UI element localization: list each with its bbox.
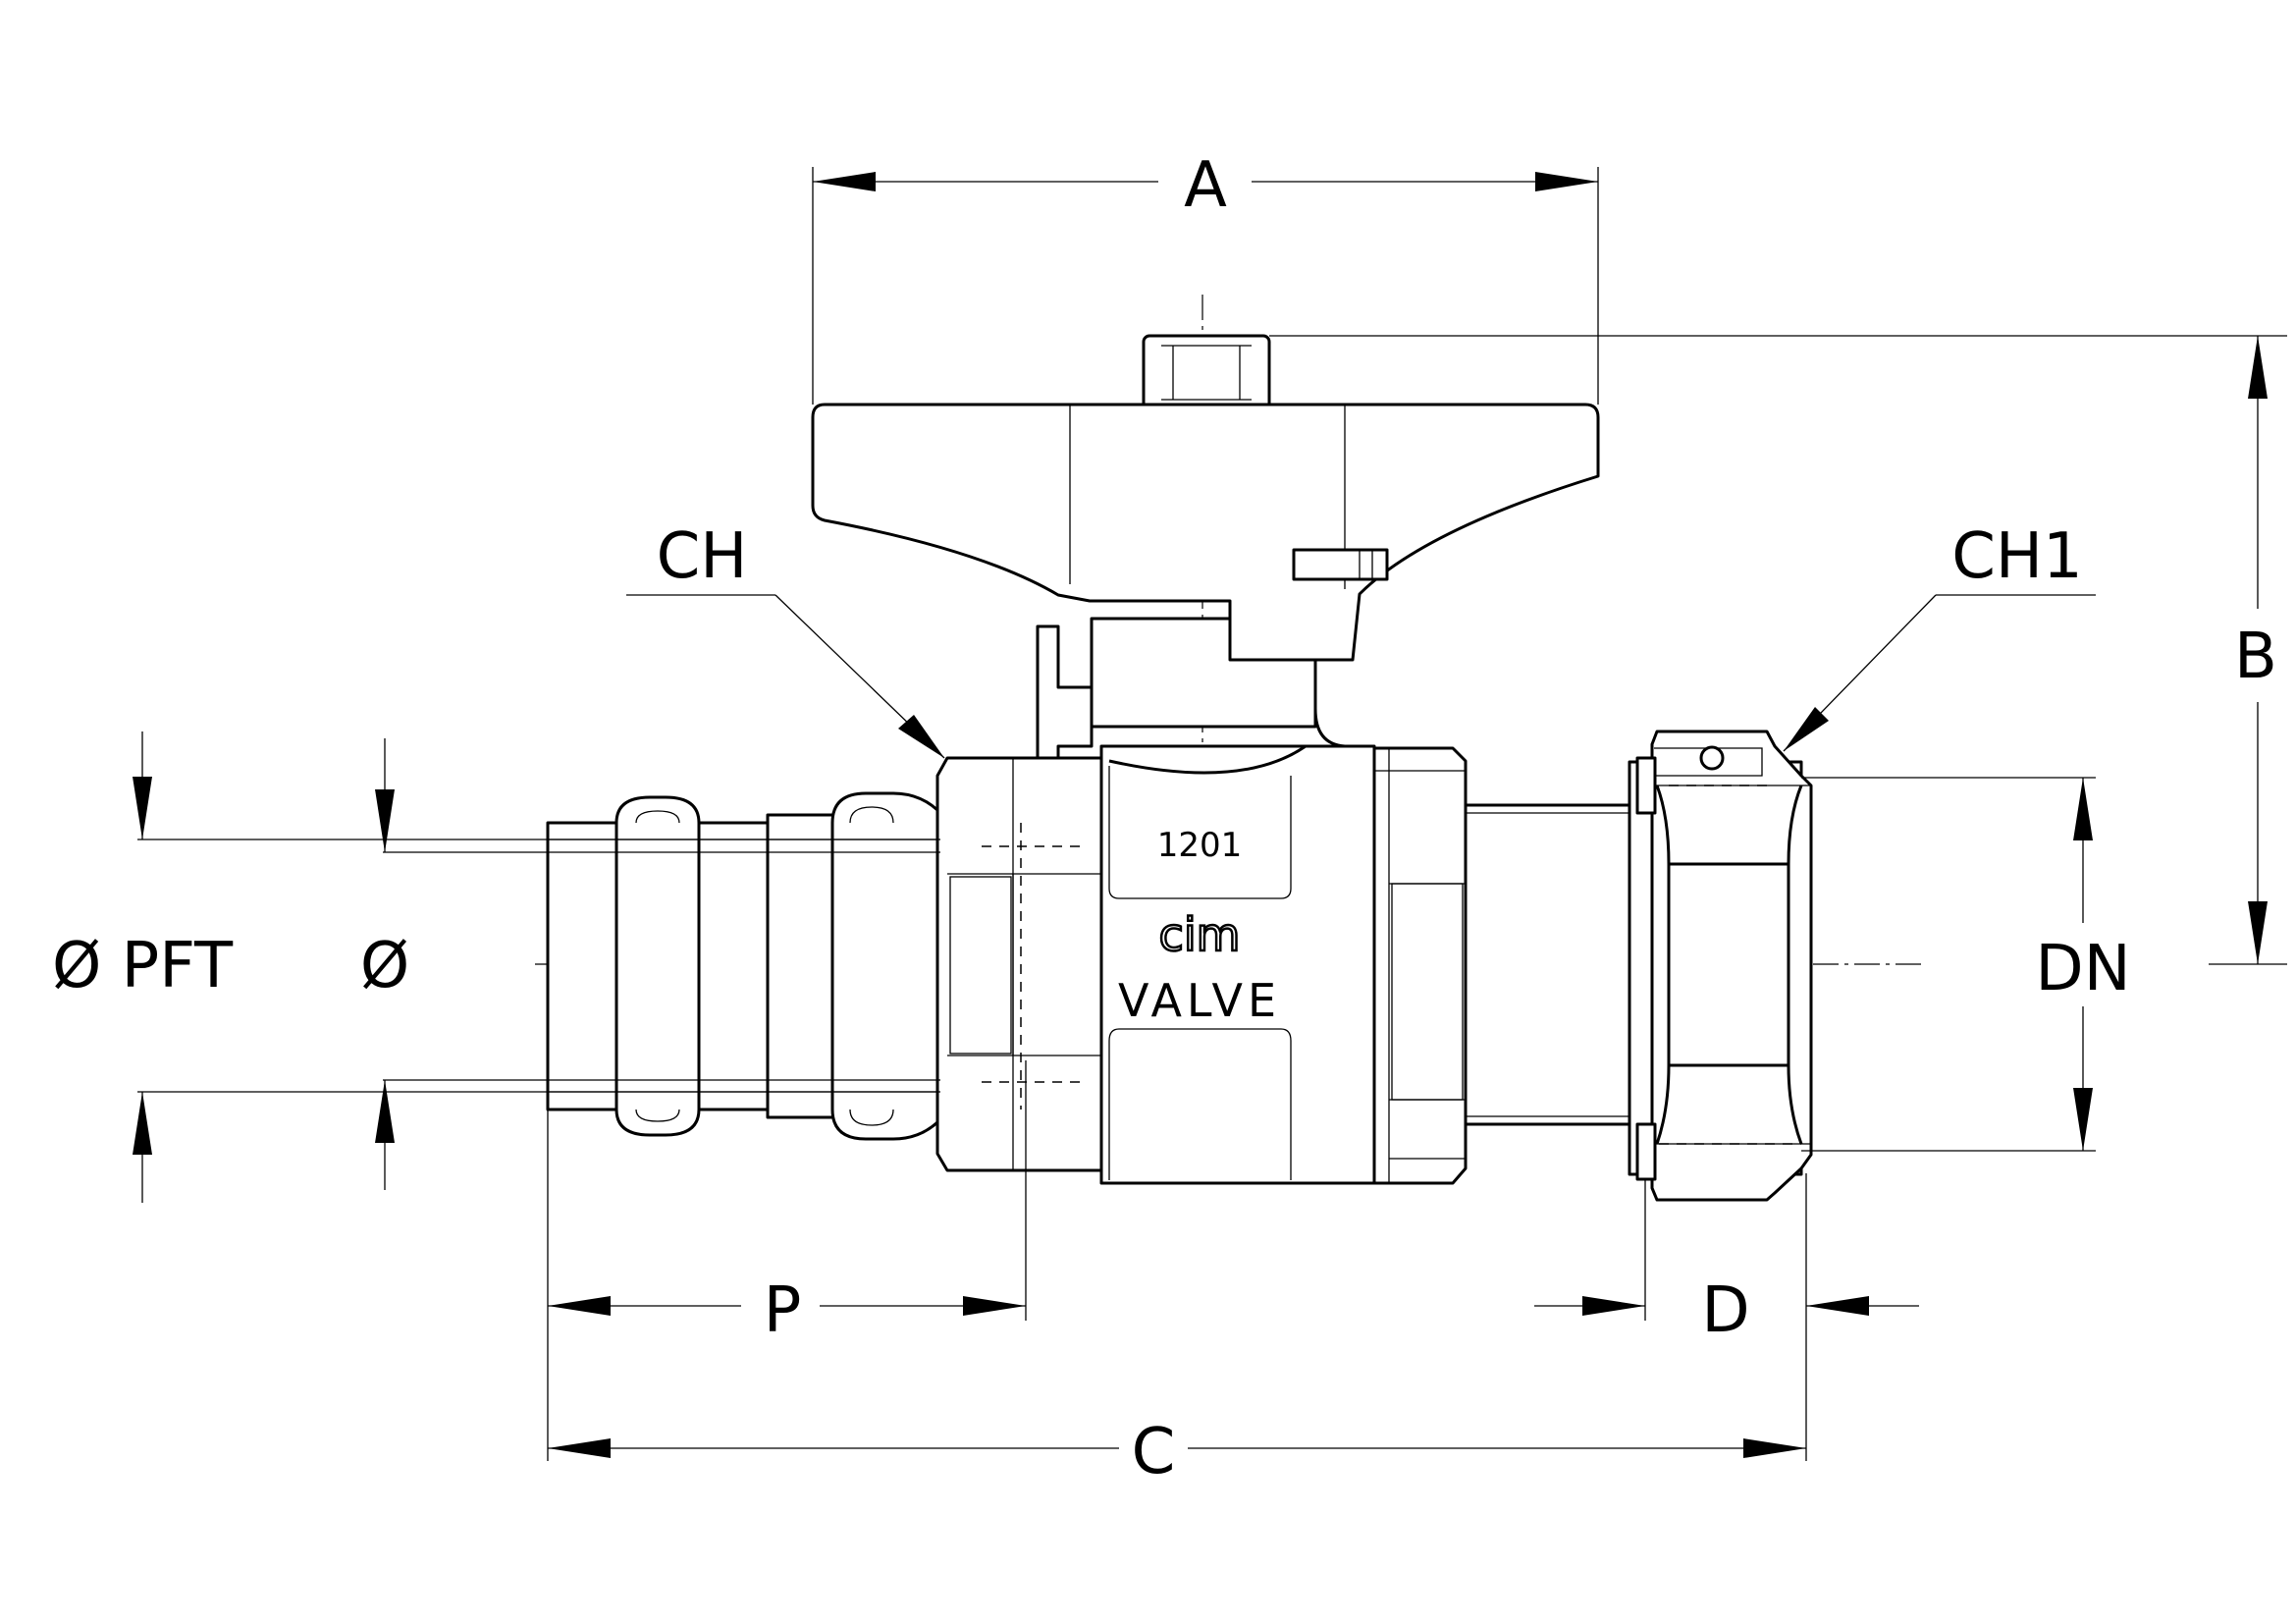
leader-ch: CH [626,520,945,759]
dimension-label-p: P [764,1274,802,1347]
press-fitting [546,791,944,1141]
union-nut-ch1 [1628,730,1813,1202]
dimension-dn: DN [2035,778,2131,1151]
leader-ch1: CH1 [1783,520,2096,752]
dimension-c: C [548,1416,1806,1489]
body-marking-model: 1201 [1157,826,1243,865]
dimension-d: D [1534,1274,1919,1347]
dimension-label-pft: Ø PFT [52,930,234,1002]
dimension-label-dia: Ø [360,930,409,1002]
dimension-label-d: D [1701,1274,1749,1347]
handle [811,334,1600,662]
left-hex-ch [935,756,1103,1172]
leader-label-ch: CH [657,520,748,593]
leader-label-ch1: CH1 [1951,520,2083,593]
dimension-pft: Ø PFT [52,731,234,1203]
valve-body: 1201 cim VALVE [1099,744,1376,1185]
extension-lines [137,167,2287,1461]
body-marking-brand: cim [1159,908,1241,961]
dimension-a: A [813,149,1598,222]
right-hex [1372,746,1468,1185]
union-tailpiece [1464,803,1634,1126]
dimension-dia: Ø [360,738,409,1190]
body-marking-type: VALVE [1118,974,1281,1027]
dimension-label-b: B [2234,621,2277,693]
dimension-label-dn: DN [2035,933,2130,1005]
dimension-label-c: C [1132,1416,1176,1489]
dimension-p: P [548,1274,1026,1347]
dimension-label-a: A [1184,149,1227,222]
valve-stem [1036,617,1346,766]
dimension-b: B [2234,336,2277,964]
